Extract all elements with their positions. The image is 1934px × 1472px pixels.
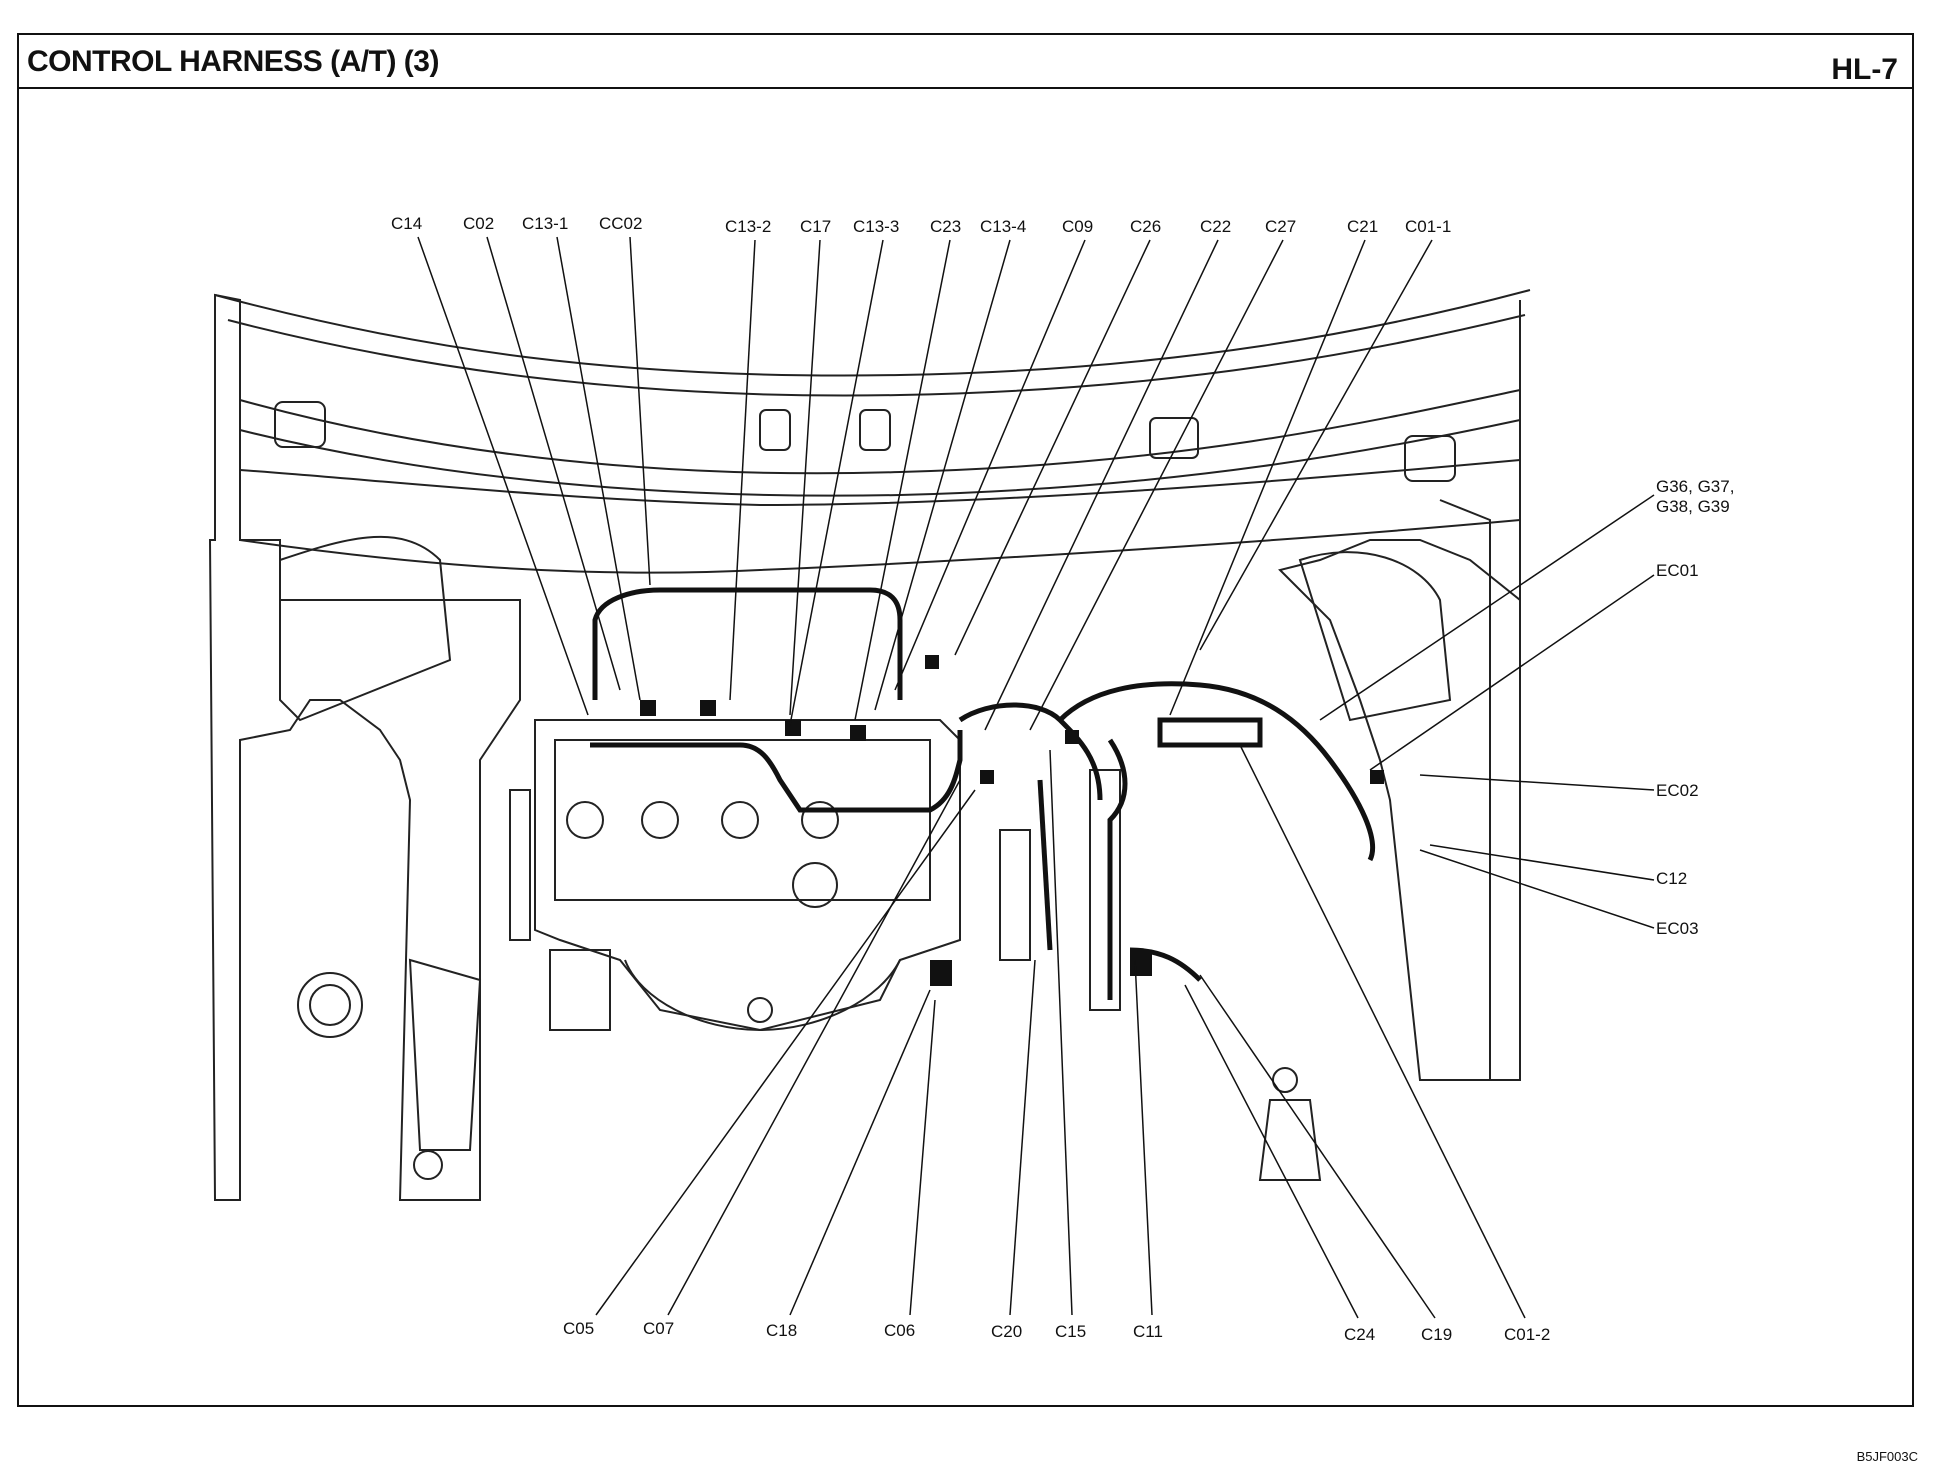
callout-C06: C06 — [884, 1321, 915, 1340]
callout-C13-3: C13-3 — [853, 217, 899, 236]
callout-C05: C05 — [563, 1319, 594, 1338]
page-frame — [17, 33, 1914, 1407]
callout-C24: C24 — [1344, 1325, 1375, 1344]
callout-C12: C12 — [1656, 869, 1687, 888]
callout-C15: C15 — [1055, 1322, 1086, 1341]
page-header: CONTROL HARNESS (A/T) (3) HL-7 — [17, 33, 1914, 89]
callout-C27: C27 — [1265, 217, 1296, 236]
callout-C11: C11 — [1133, 1322, 1163, 1341]
engine-block — [509, 719, 1121, 1032]
callout-C21: C21 — [1347, 217, 1378, 236]
callout-C01-2: C01-2 — [1504, 1325, 1550, 1344]
callout-C01-1: C01-1 — [1405, 217, 1451, 236]
callout-EC01: EC01 — [1656, 561, 1699, 580]
callout-C20: C20 — [991, 1322, 1022, 1341]
callout-C02: C02 — [463, 214, 494, 233]
callout-C14: C14 — [391, 214, 422, 233]
callout-C18: C18 — [766, 1321, 797, 1340]
callout-C13-1: C13-1 — [522, 214, 568, 233]
callout-C22: C22 — [1200, 217, 1231, 236]
callout-C09: C09 — [1062, 217, 1093, 236]
callout-G38-G39: G38, G39 — [1656, 497, 1730, 516]
page-title: CONTROL HARNESS (A/T) (3) — [27, 45, 439, 78]
callout-EC02: EC02 — [1656, 781, 1699, 800]
callout-C17: C17 — [800, 217, 831, 236]
callout-labels: C14 C02 C13-1 CC02 C13-2 C17 C13-3 C23 C… — [391, 214, 1734, 1344]
callout-C07: C07 — [643, 1319, 674, 1338]
leader-lines — [417, 236, 1655, 1319]
wire-harness — [590, 587, 1376, 1000]
callout-C26: C26 — [1130, 217, 1161, 236]
callout-C13-4: C13-4 — [980, 217, 1026, 236]
callout-G36-G37: G36, G37, — [1656, 477, 1734, 496]
callout-C13-2: C13-2 — [725, 217, 771, 236]
page-number: HL-7 — [1831, 53, 1898, 86]
vehicle-body — [208, 289, 1531, 1201]
reference-code: B5JF003C — [1856, 1449, 1918, 1464]
callout-CC02: CC02 — [599, 214, 642, 233]
callout-C19: C19 — [1421, 1325, 1452, 1344]
callout-C23: C23 — [930, 217, 961, 236]
callout-EC03: EC03 — [1656, 919, 1699, 938]
